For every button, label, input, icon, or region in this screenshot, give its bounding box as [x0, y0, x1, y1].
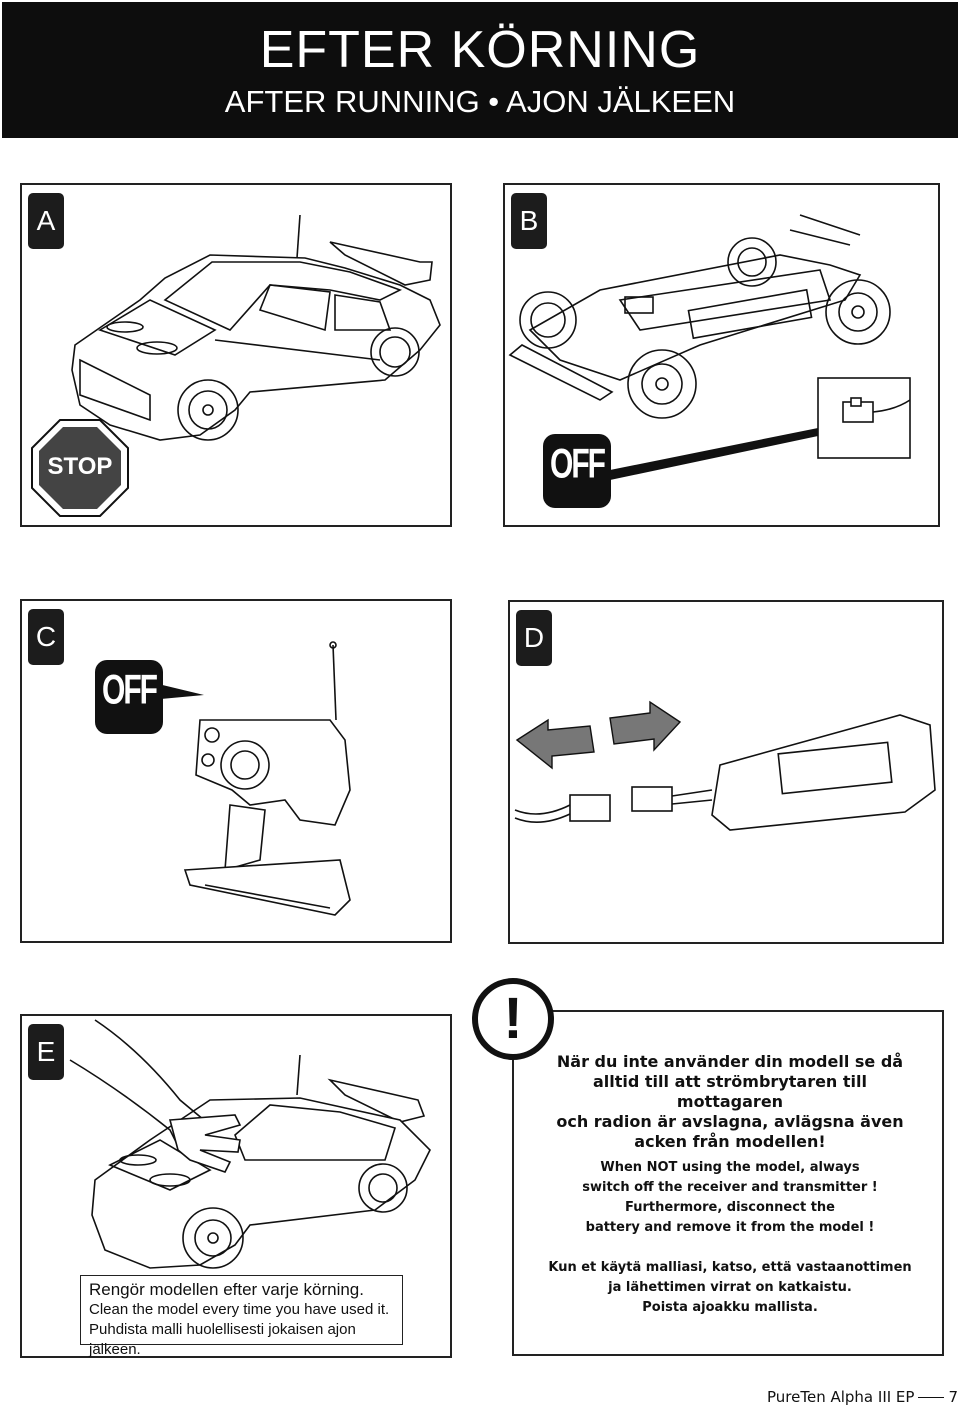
warning-sv-line: alltid till att strömbrytaren till motta…	[592, 1072, 867, 1111]
caption-en: Clean the model every time you have used…	[89, 1301, 390, 1318]
warning-sv-line: acken från modellen!	[634, 1132, 826, 1151]
page-subtitle: AFTER RUNNING • AJON JÄLKEEN	[224, 84, 736, 119]
panel-label-c: C	[28, 609, 64, 665]
arrow-right-icon	[609, 700, 682, 752]
warning-text-en: When NOT using the model, always switch …	[540, 1158, 920, 1238]
panel-label-b: B	[511, 193, 547, 249]
caption-sv: Rengör modellen efter varje körning.	[89, 1280, 364, 1299]
footer-product: PureTen Alpha III EP	[767, 1388, 915, 1406]
panel-label-d: D	[516, 610, 552, 666]
stop-sign	[31, 419, 129, 517]
warning-symbol: !	[503, 986, 523, 1051]
stop-sign-label: STOP	[47, 453, 113, 480]
warning-text-sv: När du inte använder din modell se då al…	[540, 1052, 920, 1152]
off-sign-b-label: OFF	[550, 441, 606, 488]
warning-en-line: Furthermore, disconnect the	[625, 1200, 835, 1215]
warning-en-line: battery and remove it from the model !	[585, 1220, 875, 1235]
page-title: EFTER KÖRNING	[259, 21, 701, 79]
warning-fi-line: ja lähettimen virrat on katkaistu.	[608, 1280, 852, 1295]
caption-fi: Puhdista malli huolellisesti jokaisen aj…	[89, 1321, 356, 1358]
panel-label-a: A	[28, 193, 64, 249]
off-sign-c	[95, 660, 163, 734]
panel-label-e: E	[28, 1024, 64, 1080]
warning-text-fi: Kun et käytä malliasi, katso, että vasta…	[540, 1258, 920, 1318]
arrow-left-icon	[515, 718, 595, 770]
off-sign-c-label: OFF	[102, 667, 158, 714]
warning-fi-line: Kun et käytä malliasi, katso, että vasta…	[548, 1260, 912, 1275]
warning-fi-line: Poista ajoakku mallista.	[642, 1300, 818, 1315]
warning-sv-line: och radion är avslagna, avlägsna även	[556, 1112, 904, 1131]
warning-sv-line: När du inte använder din modell se då	[556, 1052, 904, 1071]
warning-en-line: When NOT using the model, always	[600, 1160, 860, 1175]
page-header: EFTER KÖRNING AFTER RUNNING • AJON JÄLKE…	[2, 2, 958, 138]
footer-divider	[918, 1396, 945, 1399]
page-footer: PureTen Alpha III EP 7	[767, 1388, 958, 1406]
warning-en-line: switch off the receiver and transmitter …	[582, 1180, 878, 1195]
page-number: 7	[948, 1388, 958, 1406]
cleaning-caption: Rengör modellen efter varje körning. Cle…	[80, 1275, 403, 1358]
off-sign-b	[543, 434, 611, 508]
warning-panel	[512, 1010, 944, 1356]
